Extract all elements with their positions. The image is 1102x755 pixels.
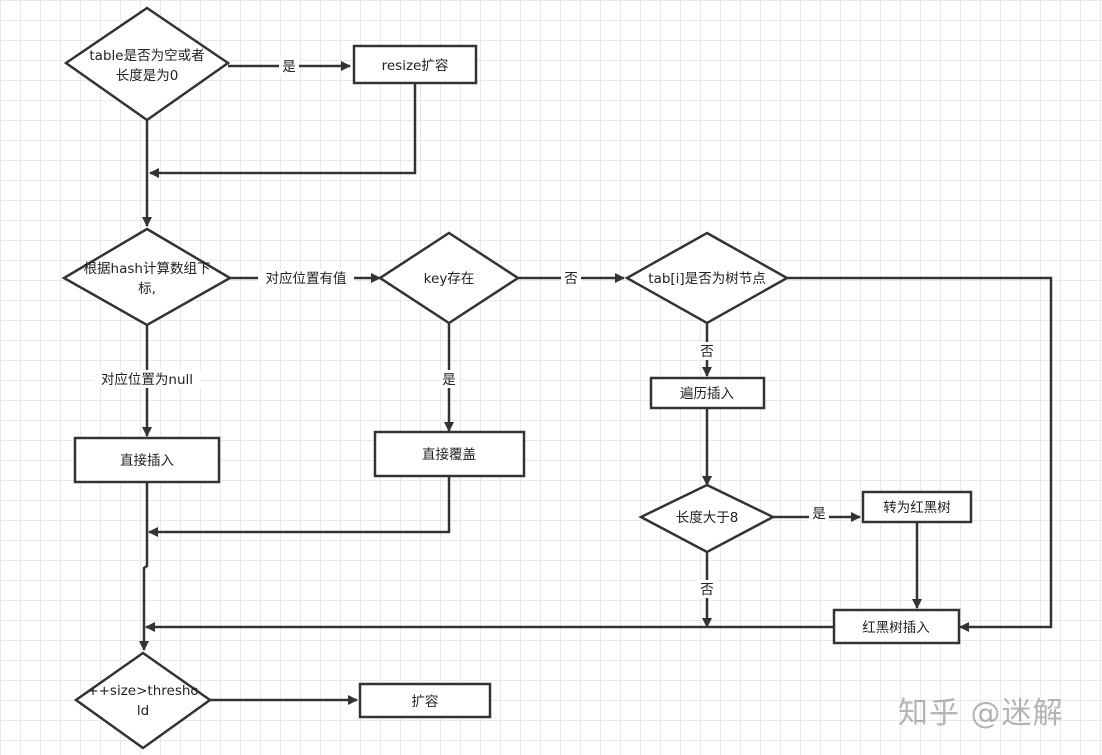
node-tree-check-label: tab[i]是否为树节点 xyxy=(648,271,765,287)
node-direct-insert: 直接插入 xyxy=(73,436,221,484)
node-to-redblack: 转为红黑树 xyxy=(861,490,973,524)
node-resize: resize扩容 xyxy=(352,44,478,85)
edge-label-no-key: 否 xyxy=(564,271,578,287)
node-size-threshold-line1: ++size>thresho xyxy=(87,683,198,699)
node-to-redblack-label: 转为红黑树 xyxy=(883,500,951,516)
node-direct-insert-label: 直接插入 xyxy=(120,452,174,469)
edge-tree-to-redblack-insert xyxy=(787,276,1053,632)
edge-label-no-length: 否 xyxy=(700,582,714,598)
node-traverse-insert-label: 遍历插入 xyxy=(680,386,734,402)
node-redblack-insert: 红黑树插入 xyxy=(832,608,961,645)
node-key-exists: key存在 xyxy=(377,231,521,325)
node-size-threshold-line2: ld xyxy=(137,703,149,719)
node-size-threshold: ++size>thresho ld xyxy=(73,651,213,750)
watermark-zhihu: 知乎 @迷解 xyxy=(898,696,1064,731)
edges xyxy=(139,61,1053,705)
edge-label-has-value: 对应位置有值 xyxy=(266,270,347,287)
node-resize-label: resize扩容 xyxy=(382,57,449,74)
node-traverse-insert: 遍历插入 xyxy=(649,376,766,410)
node-key-exists-label: key存在 xyxy=(424,271,475,287)
node-direct-overwrite-label: 直接覆盖 xyxy=(422,446,476,463)
node-table-empty: table是否为空或者 长度是为0 xyxy=(63,6,231,122)
node-direct-overwrite: 直接覆盖 xyxy=(373,430,526,478)
edge-direct-insert-down xyxy=(139,482,149,651)
edge-overwrite-merge xyxy=(148,476,451,537)
node-hash-index-line1: 根据hash计算数组下 xyxy=(84,261,211,277)
node-length-gt8-label: 长度大于8 xyxy=(676,510,739,526)
node-hash-index-line2: 标, xyxy=(138,281,156,297)
edge-label-no-tree: 否 xyxy=(700,344,714,360)
node-tree-check: tab[i]是否为树节点 xyxy=(624,231,790,325)
node-hash-index: 根据hash计算数组下 标, xyxy=(61,227,233,327)
node-redblack-insert-label: 红黑树插入 xyxy=(862,620,930,636)
edge-resize-merge xyxy=(149,84,417,178)
node-length-gt8: 长度大于8 xyxy=(638,483,776,554)
edge-labels: 是 对应位置有值 否 否 对应位置为null 是 是 否 xyxy=(93,57,829,598)
edge-label-null-position: 对应位置为null xyxy=(101,371,193,388)
edge-label-yes-key: 是 xyxy=(442,372,456,388)
edge-label-yes-length: 是 xyxy=(812,506,826,522)
node-table-empty-line1: table是否为空或者 xyxy=(89,48,204,64)
node-expand: 扩容 xyxy=(358,682,492,719)
node-expand-label: 扩容 xyxy=(412,693,439,710)
node-table-empty-line2: 长度是为0 xyxy=(116,68,179,84)
edge-label-yes-resize: 是 xyxy=(282,59,296,75)
